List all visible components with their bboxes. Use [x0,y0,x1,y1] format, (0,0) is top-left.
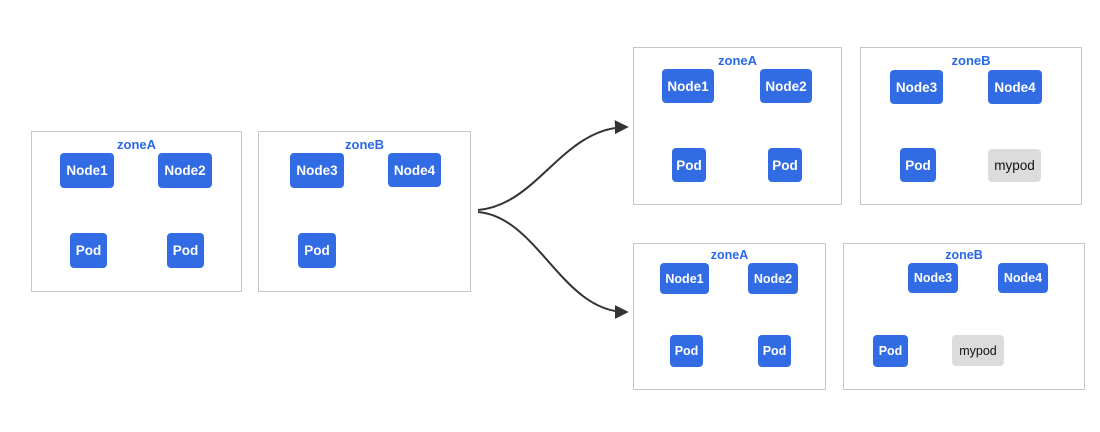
zone-left-zonea: zoneA Node1 Node2 Pod Pod [31,131,242,292]
mypod-box: mypod [988,149,1041,182]
node-box-node1: Node1 [660,263,709,294]
node-box-node2: Node2 [760,69,812,103]
node-box-node1: Node1 [662,69,714,103]
pod-box: Pod [672,148,706,182]
zone-title: zoneB [951,53,991,68]
pod-box: Pod [167,233,204,268]
node-box-node2: Node2 [158,153,212,188]
node-box-node3: Node3 [290,153,344,188]
zone-bottomright-zoneb: zoneB Node3 Node4 Pod mypod [843,243,1085,390]
node-box-node4: Node4 [998,263,1048,293]
node-box-node3: Node3 [908,263,958,293]
pod-box: Pod [768,148,802,182]
zone-title: zoneA [117,137,156,152]
zone-topright-zonea: zoneA Node1 Node2 Pod Pod [633,47,842,205]
zone-left-zoneb: zoneB Node3 Node4 Pod [258,131,471,292]
node-box-node3: Node3 [890,70,943,104]
node-box-node2: Node2 [748,263,798,294]
zone-topright-zoneb: zoneB Node3 Node4 Pod mypod [860,47,1082,205]
zone-title: zoneA [718,53,757,68]
node-box-node4: Node4 [988,70,1042,104]
zone-title: zoneB [345,137,384,152]
arrow-branch-top [477,120,629,211]
pod-box: Pod [900,148,936,182]
pod-box: Pod [873,335,908,367]
pod-box: Pod [298,233,336,268]
pod-box: Pod [670,335,703,367]
mypod-box: mypod [952,335,1004,366]
pod-box: Pod [758,335,791,367]
node-box-node1: Node1 [60,153,114,188]
zone-title: zoneA [710,248,749,262]
zone-bottomright-zonea: zoneA Node1 Node2 Pod Pod [633,243,826,390]
node-box-node4: Node4 [388,153,441,187]
pod-box: Pod [70,233,107,268]
zone-title: zoneB [945,248,983,262]
arrow-branch-bottom [477,211,629,319]
